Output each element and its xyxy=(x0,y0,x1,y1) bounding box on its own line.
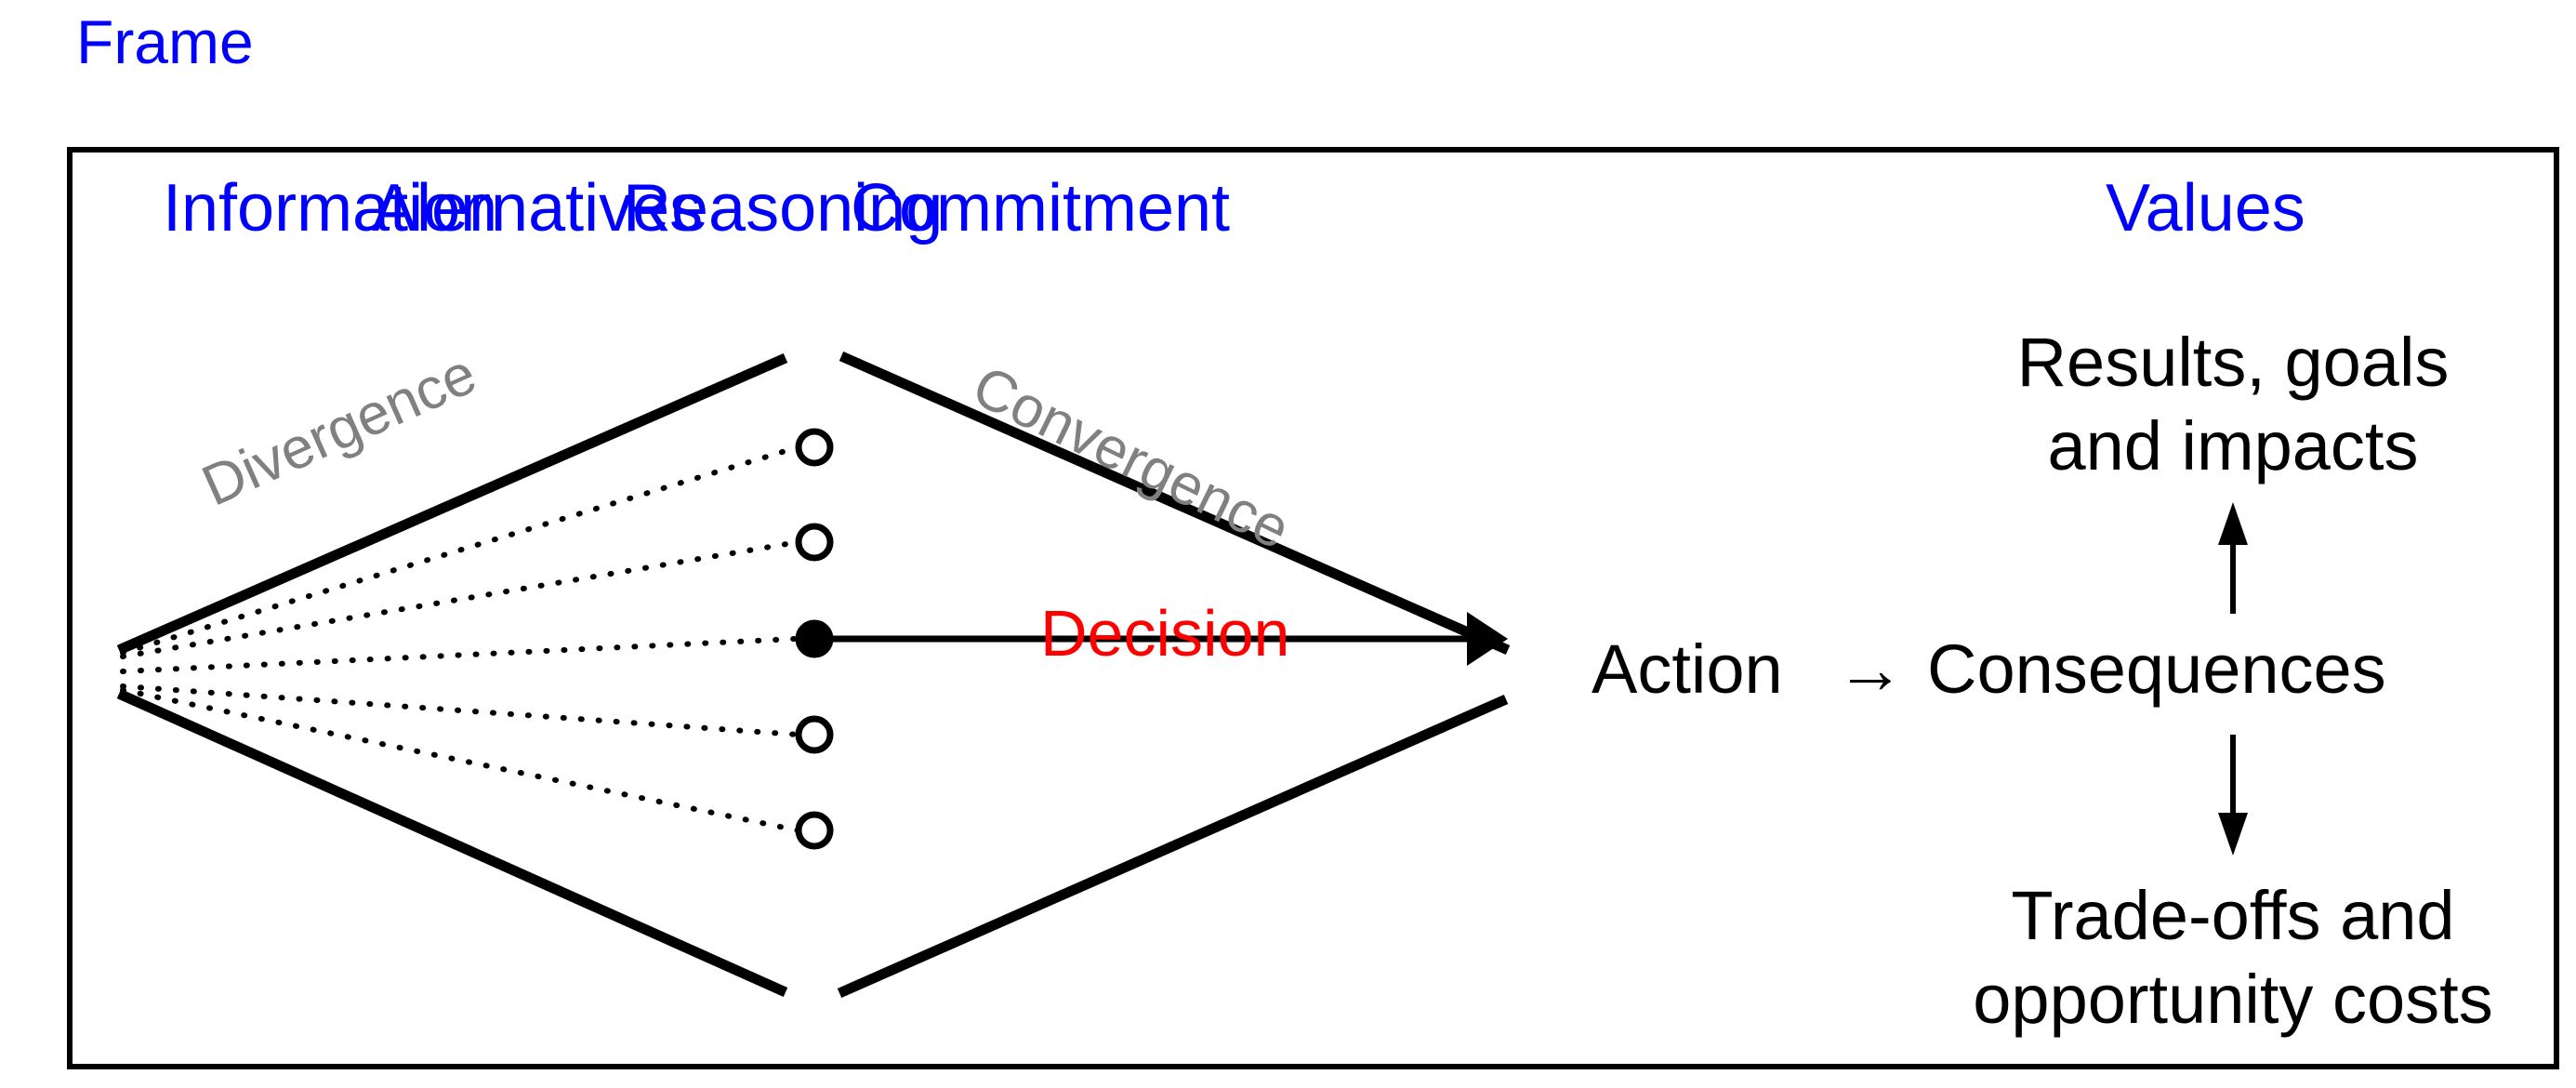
decision-arrow-head xyxy=(1467,612,1508,666)
action-label: Action xyxy=(1592,630,1783,708)
phase-header-reasoning: Reasoning xyxy=(623,171,943,245)
phase-header-information: Information xyxy=(163,171,497,245)
consequences-label: Consequences xyxy=(1927,630,2386,708)
fan-line-alternative-4 xyxy=(120,683,800,737)
diamond-edge-upper-left xyxy=(116,352,788,656)
diamond-edge-upper-right xyxy=(839,351,1511,656)
consequences-down-arrow-head xyxy=(2218,813,2248,856)
alternative-node-2[interactable] xyxy=(795,523,834,562)
outcome-top-line-1: Results, goals xyxy=(2017,324,2450,401)
consequences-up-arrow-head xyxy=(2218,502,2248,545)
alternative-node-4[interactable] xyxy=(795,715,834,754)
stage-label-convergence: Convergence xyxy=(963,354,1300,563)
phase-header-alternatives: Alernatives xyxy=(372,171,703,245)
action-to-consequences-arrow-icon: → xyxy=(1836,630,1905,708)
decision-label: Decision xyxy=(1040,597,1289,670)
phase-header-values: Values xyxy=(2106,171,2305,245)
frame-border xyxy=(67,147,2559,1069)
phase-header-commitment: Commitment xyxy=(851,171,1230,245)
alternative-node-3-selected[interactable] xyxy=(795,619,834,658)
fan-line-alternative-1 xyxy=(120,444,800,656)
diamond-edge-lower-right xyxy=(837,694,1509,999)
stage-label-divergence: Divergence xyxy=(193,341,486,519)
fan-line-alternative-3 xyxy=(120,636,798,674)
alternative-node-5[interactable] xyxy=(795,811,834,850)
diamond-edge-lower-left xyxy=(116,688,788,998)
frame-title: Frame xyxy=(76,7,254,76)
outcome-top-line-2: and impacts xyxy=(2048,407,2419,484)
outcome-bottom-line-1: Trade-offs and xyxy=(2011,877,2454,954)
alternative-node-1[interactable] xyxy=(795,428,834,467)
outcome-bottom-line-2: opportunity costs xyxy=(1973,961,2492,1038)
